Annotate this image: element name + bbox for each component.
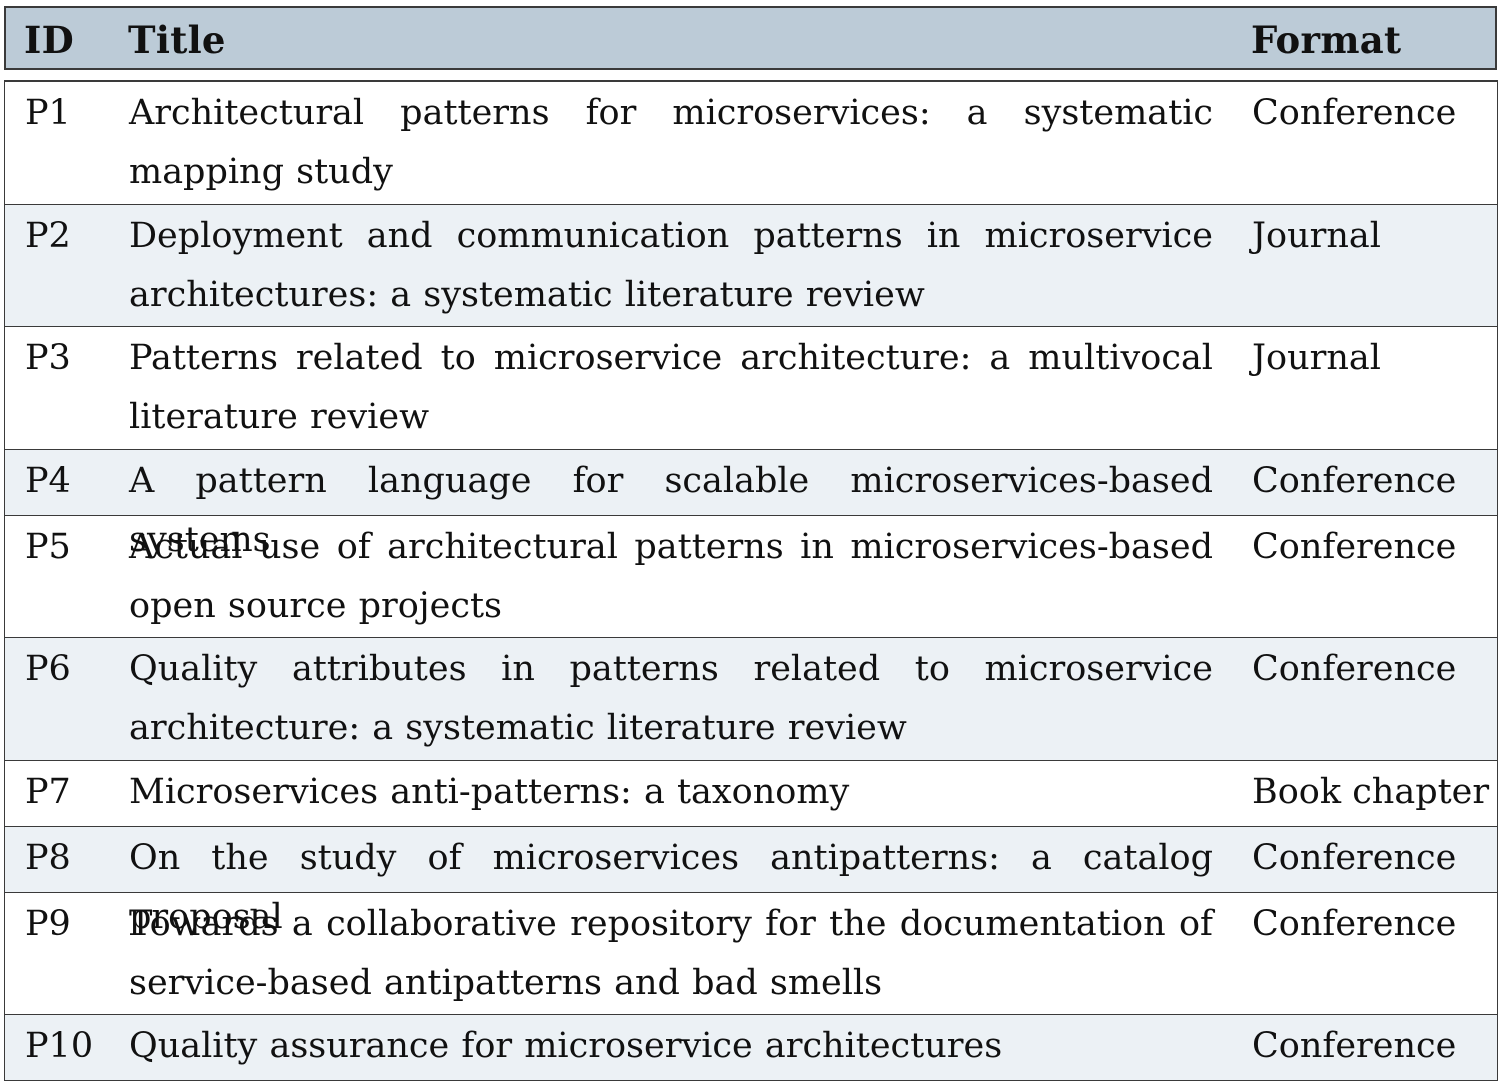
row-id: P9 <box>25 903 71 944</box>
table-row: P7 Microservices anti-patterns: a taxono… <box>4 760 1498 827</box>
row-format: Conference <box>1252 649 1457 689</box>
header-title: Title <box>128 18 226 62</box>
row-id: P10 <box>25 1026 94 1066</box>
row-format: Book chapter <box>1252 771 1490 812</box>
row-format: Conference <box>1252 526 1457 567</box>
row-id: P7 <box>25 771 71 812</box>
row-title: Quality attributes in patterns related t… <box>129 649 1213 748</box>
table-row: P2 Deployment and communication patterns… <box>4 204 1498 327</box>
row-id: P3 <box>25 338 71 378</box>
row-format: Conference <box>1252 93 1457 133</box>
table-row: P8 On the study of microservices antipat… <box>4 826 1498 937</box>
table-row: P4 A pattern language for scalable micro… <box>4 449 1498 560</box>
row-title: Deployment and communication patterns in… <box>129 215 1213 315</box>
row-id: P4 <box>25 460 71 501</box>
row-title: Patterns related to microservice archite… <box>129 338 1213 437</box>
row-format: Conference <box>1252 903 1457 944</box>
row-format: Conference <box>1252 837 1457 878</box>
row-id: P2 <box>25 215 71 256</box>
papers-table: P1 Architectural patterns for microservi… <box>4 80 1498 1081</box>
header-format: Format <box>1251 18 1402 62</box>
table-row: P6 Quality attributes in patterns relate… <box>4 638 1498 761</box>
row-title: A pattern language for scalable microser… <box>129 460 1213 560</box>
row-format: Conference <box>1252 460 1457 501</box>
row-id: P8 <box>25 837 71 878</box>
row-title: Microservices anti-patterns: a taxonomy <box>129 771 850 812</box>
table-row: P9 Towards a collaborative repository fo… <box>4 892 1498 1015</box>
row-title: On the study of microservices antipatter… <box>129 837 1213 937</box>
row-id: P1 <box>25 93 71 133</box>
row-format: Conference <box>1252 1026 1457 1066</box>
row-title: Towards a collaborative repository for t… <box>129 903 1213 1003</box>
row-title: Quality assurance for microservice archi… <box>129 1026 1003 1066</box>
table-row: P5 Actual use of architectural patterns … <box>4 515 1498 638</box>
row-title: Architectural patterns for microservices… <box>129 93 1213 192</box>
row-format: Journal <box>1252 338 1381 378</box>
row-title: Actual use of architectural patterns in … <box>129 526 1213 626</box>
table-row: P3 Patterns related to microservice arch… <box>4 327 1498 450</box>
header-id: ID <box>24 18 74 62</box>
table-row: P10 Quality assurance for microservice a… <box>4 1015 1498 1081</box>
row-id: P5 <box>25 526 71 567</box>
table-header: ID Title Format <box>4 6 1497 70</box>
row-format: Journal <box>1252 215 1381 256</box>
table-row: P1 Architectural patterns for microservi… <box>4 82 1498 205</box>
row-id: P6 <box>25 649 71 689</box>
